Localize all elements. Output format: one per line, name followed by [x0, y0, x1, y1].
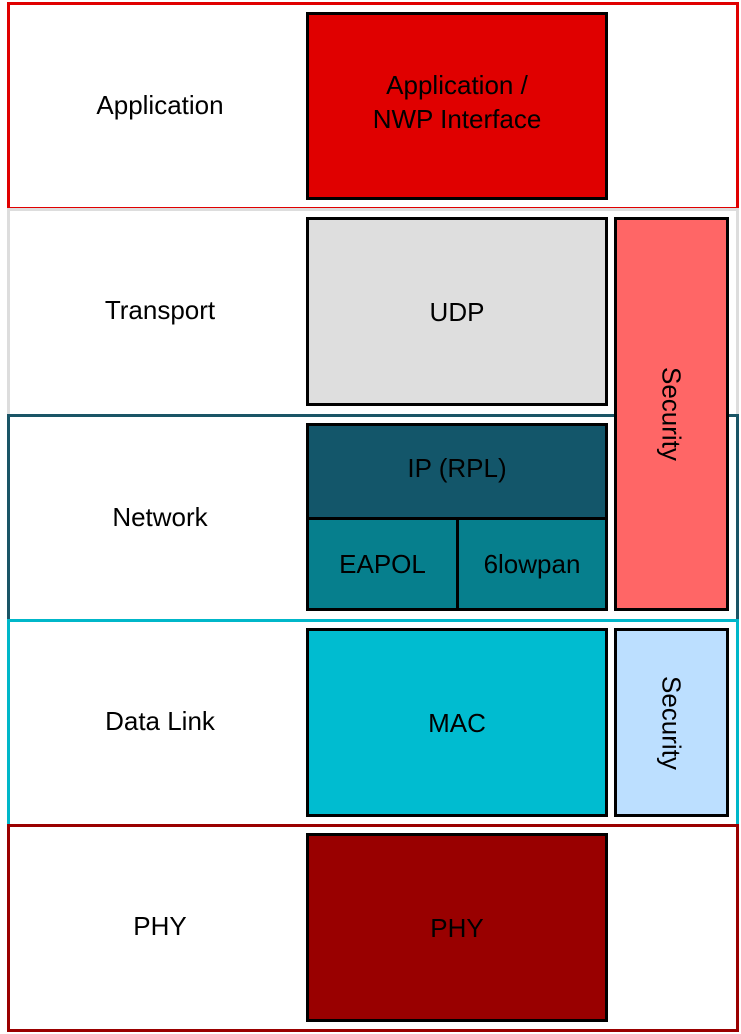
layer-label-data-link: Data Link: [105, 706, 215, 736]
udp-block: UDP: [306, 217, 608, 406]
sixlowpan-label: 6lowpan: [483, 549, 581, 579]
mac-block: MAC: [306, 628, 608, 817]
security-lower-label: Security: [656, 675, 687, 770]
mac-label: MAC: [428, 707, 486, 738]
layer-label-phy: PHY: [133, 911, 187, 941]
eapol-label: EAPOL: [339, 549, 426, 579]
sixlowpan-block: 6lowpan: [456, 517, 608, 611]
layer-label-network: Network: [112, 502, 208, 532]
security-lower-block: Security: [614, 628, 729, 817]
phy-block-label: PHY: [430, 912, 484, 943]
layer-label-application: Application: [96, 90, 224, 120]
udp-label: UDP: [429, 296, 485, 327]
eapol-block: EAPOL: [306, 517, 459, 611]
ip-rpl-label: IP (RPL): [407, 452, 507, 483]
security-upper-label: Security: [656, 367, 687, 461]
layer-label-transport: Transport: [104, 295, 216, 325]
application-nwp-interface-block: Application / NWP Interface: [306, 12, 608, 200]
phy-block: PHY: [306, 833, 608, 1022]
application-nwp-interface-label: Application / NWP Interface: [372, 70, 542, 134]
security-upper-block: Security: [614, 217, 729, 611]
ip-rpl-block: IP (RPL): [306, 423, 608, 520]
